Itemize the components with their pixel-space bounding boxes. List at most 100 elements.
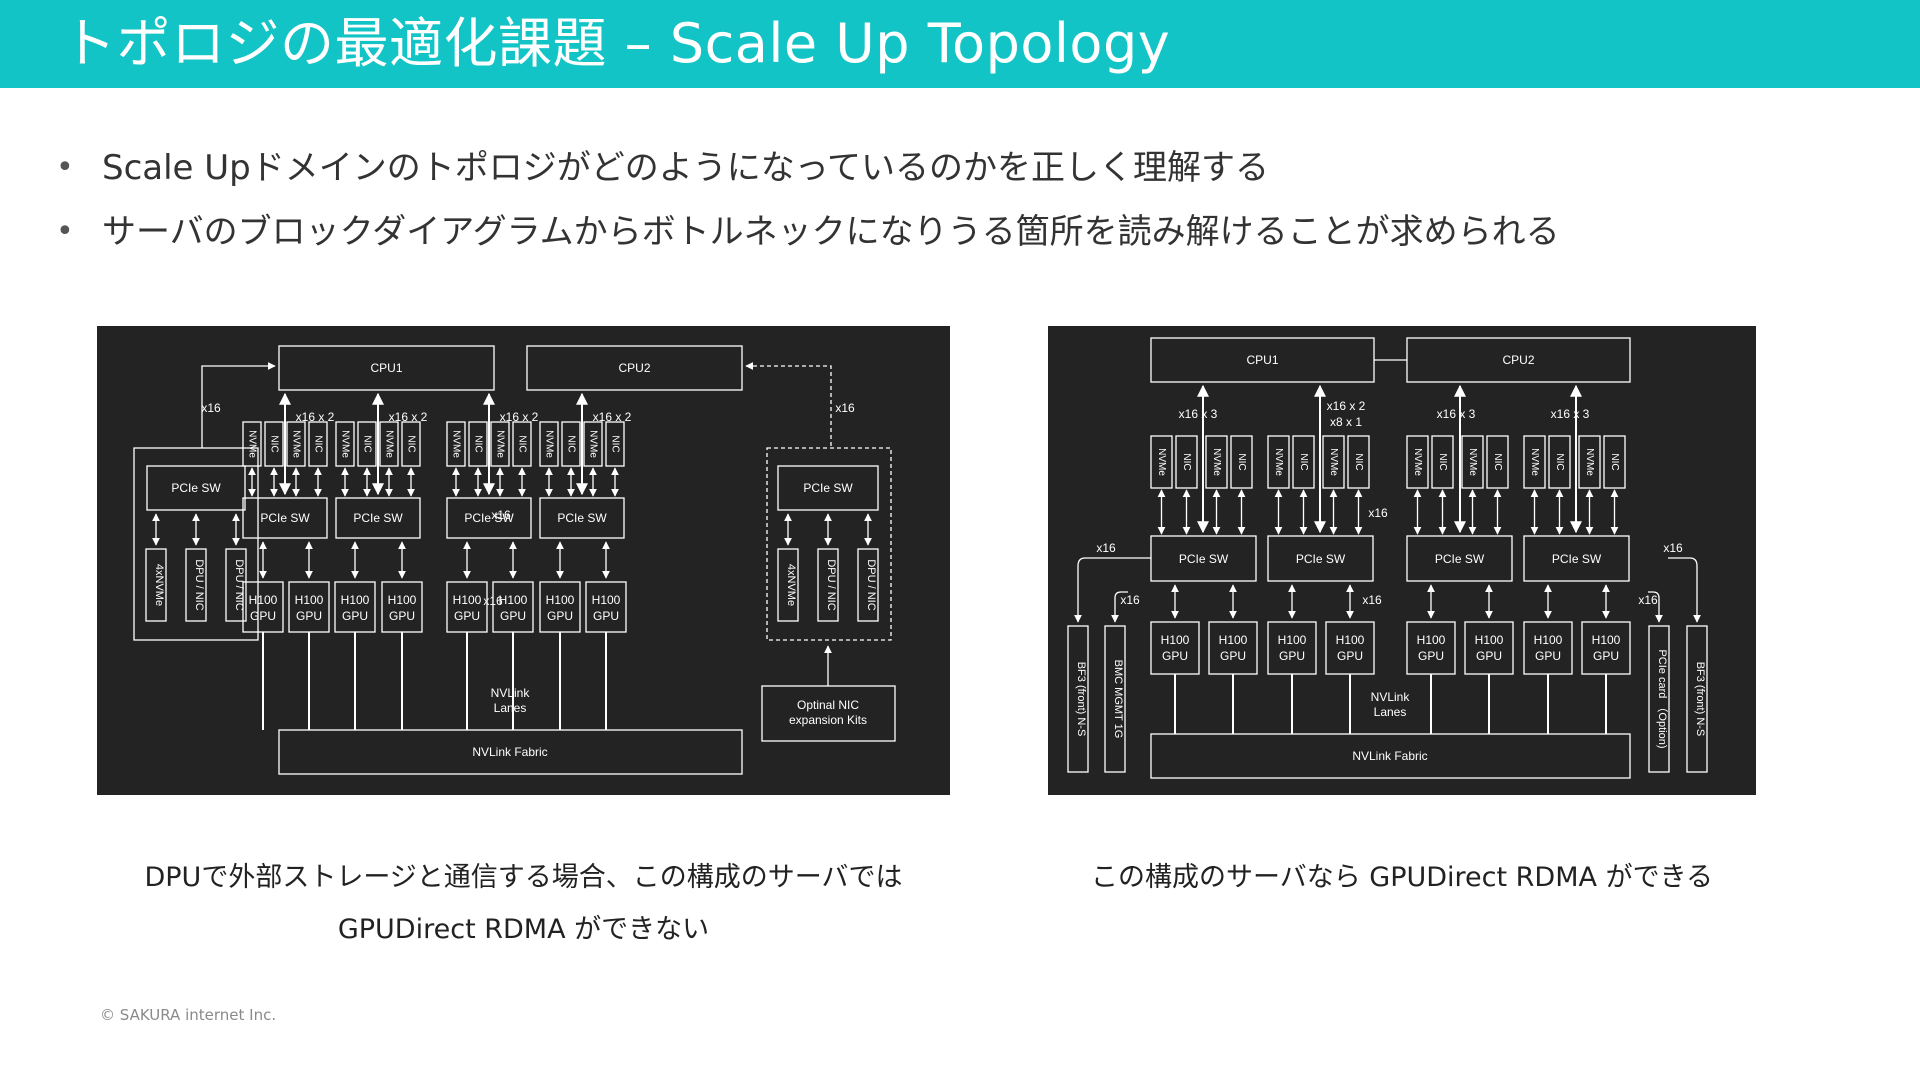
nvlink-lanes-label: NVLink — [491, 686, 531, 700]
cpu2-label: CPU2 — [618, 361, 650, 375]
nvme-label: NVMe — [587, 430, 598, 458]
nic-label: NIC — [312, 435, 323, 452]
x16-label: x16 — [1368, 506, 1388, 520]
x16-label: x16 — [201, 401, 221, 415]
optional-nic-label: expansion Kits — [789, 713, 867, 727]
gpu-label: GPU — [547, 609, 573, 623]
gpu-label: H100 — [1161, 633, 1190, 647]
gpu-label: GPU — [389, 609, 415, 623]
gpu-box — [242, 581, 284, 633]
nvlink-fabric-label: NVLink Fabric — [1352, 749, 1427, 763]
bf3-front-label: BF3 (front) N-S — [1075, 662, 1087, 737]
gpu-label: GPU — [250, 609, 276, 623]
gpu-label: GPU — [1220, 649, 1246, 663]
dpu-nic-box — [857, 548, 879, 622]
gpu-label: GPU — [1337, 649, 1363, 663]
gpu-label: H100 — [1592, 633, 1621, 647]
gpu-label: H100 — [295, 593, 324, 607]
dpu-nic-box — [185, 548, 207, 622]
nvme-label: NVMe — [290, 430, 301, 458]
nic-box — [1347, 435, 1370, 489]
pcie-sw-label: PCIe SW — [1435, 552, 1485, 566]
nvme-box — [242, 421, 262, 467]
pcie-sw-label: PCIe SW — [1179, 552, 1229, 566]
nic-box — [1603, 435, 1626, 489]
dpu-nic-label: DPU / NIC — [825, 559, 837, 610]
nvlink-lanes-label: Lanes — [1374, 705, 1407, 719]
gpu-label: H100 — [341, 593, 370, 607]
nic-label: NIC — [1554, 453, 1565, 470]
nic-label: NIC — [1236, 453, 1247, 470]
nvme-label: NVMe — [1529, 448, 1540, 476]
x16-label: x16 — [1663, 541, 1683, 555]
x16x2-label: x16 x 2 — [500, 410, 539, 424]
page-title: トポロジの最適化課題 – Scale Up Topology — [62, 12, 1171, 75]
pcie-sw-box — [1523, 535, 1630, 582]
pcie-sw-label: PCIe SW — [1552, 552, 1602, 566]
nvme-box — [446, 421, 466, 467]
pcie-sw-label: PCIe SW — [557, 511, 607, 525]
nic-label: NIC — [1437, 453, 1448, 470]
nvme-box — [1267, 435, 1290, 489]
left-block-diagram: CPU1 CPU2 PCIe SW PCIe SW x16 x16 x16 x1… — [97, 326, 950, 795]
nvme-label: NVMe — [246, 430, 257, 458]
gpu-label: H100 — [546, 593, 575, 607]
left-caption-line: DPUで外部ストレージと通信する場合、この構成のサーバでは — [144, 862, 903, 893]
gpu-label: H100 — [249, 593, 278, 607]
copyright: © SAKURA internet Inc. — [100, 1006, 277, 1024]
bullet-dot-icon: • — [56, 150, 74, 185]
gpu-box — [381, 581, 423, 633]
nvme-label: NVMe — [494, 430, 505, 458]
pcie-sw-label: PCIe SW — [803, 481, 853, 495]
cpu1-label: CPU1 — [1246, 353, 1278, 367]
gpu-label: H100 — [1417, 633, 1446, 647]
gpu-label: H100 — [1219, 633, 1248, 647]
nvme-label: NVMe — [1467, 448, 1478, 476]
gpu-label: GPU — [1535, 649, 1561, 663]
gpu-label: GPU — [342, 609, 368, 623]
gpu-box — [585, 581, 627, 633]
nvme-label: NVMe — [1156, 448, 1167, 476]
pcie-sw-box — [335, 497, 421, 539]
x16x3-label: x16 x 3 — [1551, 407, 1590, 421]
nvme-label: NVMe — [1584, 448, 1595, 476]
nvlink-lanes-label: NVLink — [1371, 690, 1411, 704]
nic-box — [605, 421, 625, 467]
bmc-mgmt-label: BMC MGMT 1G — [1112, 660, 1124, 739]
x16-label: x16 — [1638, 593, 1658, 607]
pcie-sw-label: PCIe SW — [171, 481, 221, 495]
x16-label: x16 — [835, 401, 855, 415]
nvme-label: NVMe — [383, 430, 394, 458]
gpu-box — [288, 581, 330, 633]
gpu-label: H100 — [453, 593, 482, 607]
gpu-box — [1208, 621, 1258, 675]
gpu-label: H100 — [1534, 633, 1563, 647]
x16-label: x16 — [1362, 593, 1382, 607]
nvme-box — [539, 421, 559, 467]
nvme-4x-label: 4xNVMe — [785, 564, 797, 606]
pcie-sw-box — [1406, 535, 1513, 582]
x16-label: x16 — [1120, 593, 1140, 607]
cpu2-box — [526, 345, 743, 391]
nic-label: NIC — [565, 435, 576, 452]
pcie-sw-box — [1267, 535, 1374, 582]
nvme-box — [1406, 435, 1429, 489]
gpu-label: GPU — [296, 609, 322, 623]
pcie-sw-box — [242, 497, 328, 539]
nvme-label: NVMe — [1412, 448, 1423, 476]
x16x2-label: x16 x 2 — [1327, 399, 1366, 413]
pcie-sw-box — [777, 465, 879, 511]
bullet-item: • Scale Upドメインのトポロジがどのようになっているのかを正しく理解する — [56, 140, 1856, 204]
bullet-list: • Scale Upドメインのトポロジがどのようになっているのかを正しく理解する… — [56, 140, 1856, 268]
gpu-label: H100 — [1475, 633, 1504, 647]
gpu-label: H100 — [592, 593, 621, 607]
gpu-label: GPU — [454, 609, 480, 623]
gpu-box — [1325, 621, 1375, 675]
nic-label: NIC — [1353, 453, 1364, 470]
gpu-box — [1267, 621, 1317, 675]
pcie-sw-label: PCIe SW — [260, 511, 310, 525]
nvme-box — [1523, 435, 1546, 489]
cpu1-label: CPU1 — [370, 361, 402, 375]
bmc-mgmt-box — [1104, 625, 1126, 773]
gpu-label: H100 — [1278, 633, 1307, 647]
